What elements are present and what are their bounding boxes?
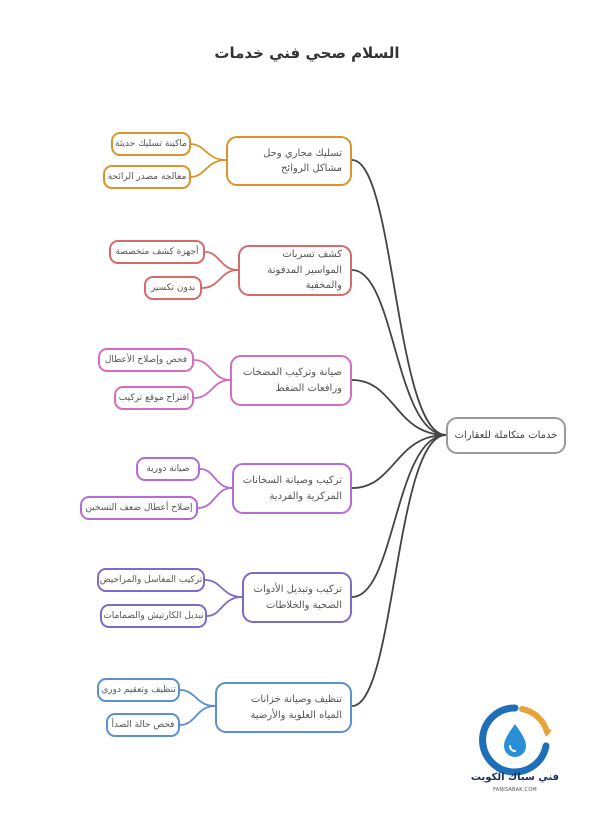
link-b6-l1 — [179, 689, 216, 707]
link-root-branch-2 — [351, 269, 447, 436]
link-b4-l2 — [197, 487, 233, 509]
link-b2-l2 — [201, 269, 239, 289]
leaf-node-6-1: تنظيف وتعقيم دوري — [97, 678, 180, 702]
branch-node-2: كشف تسربات المواسير المدفونة والمخفية — [238, 245, 352, 296]
leaf-label: تركيب المغاسل والمراحيض — [99, 575, 203, 585]
leaf-label: تنظيف وتعقيم دوري — [101, 685, 176, 695]
link-b3-l1 — [193, 359, 231, 381]
link-b6-l2 — [179, 705, 216, 726]
leaf-node-5-2: تبديل الكارتيش والصمامات — [100, 604, 207, 628]
leaf-node-1-2: معالجة مصدر الرائحة — [103, 165, 191, 189]
leaf-label: بدون تكسير — [150, 283, 196, 293]
branch-label: تنظيف وصيانة خزانات المياه العلوية والأر… — [250, 694, 342, 721]
branch-node-3: صيانة وتركيب المضخات ورافعات الضغط — [230, 355, 352, 406]
leaf-label: صيانة دورية — [146, 464, 190, 474]
leaf-node-5-1: تركيب المغاسل والمراحيض — [97, 568, 205, 592]
leaf-label: تبديل الكارتيش والصمامات — [103, 611, 204, 621]
link-root-branch-5 — [351, 434, 447, 598]
leaf-node-3-1: فحص وإصلاح الأعطال — [98, 348, 194, 372]
water-drop-icon — [504, 724, 526, 757]
leaf-label: معالجة مصدر الرائحة — [107, 172, 187, 182]
logo-name: فني سباك الكويت — [470, 772, 560, 783]
leaf-label: فحص وإصلاح الأعطال — [104, 355, 188, 365]
branch-label: كشف تسربات المواسير المدفونة والمخفية — [267, 249, 342, 292]
leaf-node-2-1: أجهزة كشف متخصصة — [109, 240, 205, 264]
link-b4-l1 — [199, 468, 233, 489]
leaf-node-4-1: صيانة دورية — [136, 457, 200, 481]
link-b1-l1 — [189, 143, 227, 161]
logo-url: FANISABAK.COM — [493, 787, 537, 793]
leaf-label: اقتراح موقع تركيب — [118, 393, 190, 403]
leaf-node-4-2: إصلاح أعطال ضعف التسخين — [80, 496, 198, 520]
link-b1-l2 — [189, 159, 227, 178]
page-title: السلام صحي فني خدمات — [214, 44, 400, 62]
link-root-branch-3 — [351, 379, 447, 436]
leaf-node-6-2: فحص حالة الصدأ — [106, 713, 180, 737]
branch-node-4: تركيب وصيانة السخانات المركزية والفردية — [232, 463, 352, 514]
leaf-label: إصلاح أعطال ضعف التسخين — [85, 503, 193, 513]
branch-label: صيانة وتركيب المضخات ورافعات الضغط — [243, 367, 342, 394]
link-b2-l1 — [204, 251, 239, 271]
branch-label: تركيب وصيانة السخانات المركزية والفردية — [242, 475, 342, 502]
leaf-node-2-2: بدون تكسير — [144, 276, 202, 300]
link-b5-l2 — [206, 596, 243, 617]
leaf-label: أجهزة كشف متخصصة — [115, 247, 199, 257]
plumber-logo — [479, 704, 552, 776]
branch-node-5: تركيب وتبديل الأدوات الصحية والخلاطات — [242, 572, 352, 623]
root-node: خدمات متكاملة للعقارات — [446, 417, 566, 454]
root-label: خدمات متكاملة للعقارات — [454, 430, 558, 441]
branch-node-6: تنظيف وصيانة خزانات المياه العلوية والأر… — [215, 682, 352, 733]
leaf-label: ماكينة تسليك حديثة — [115, 139, 187, 149]
leaf-node-3-2: اقتراح موقع تركيب — [114, 386, 194, 410]
link-root-branch-1 — [351, 159, 447, 436]
link-root-branch-4 — [351, 434, 447, 489]
leaf-node-1-1: ماكينة تسليك حديثة — [111, 132, 191, 156]
branch-label: تسليك مجاري وحل مشاكل الروائح — [263, 147, 342, 175]
branch-label: تركيب وتبديل الأدوات الصحية والخلاطات — [253, 584, 342, 611]
link-b3-l2 — [193, 379, 231, 399]
link-b5-l1 — [204, 579, 243, 598]
branch-node-1: تسليك مجاري وحل مشاكل الروائح — [226, 136, 352, 186]
leaf-label: فحص حالة الصدأ — [111, 720, 175, 730]
link-root-branch-6 — [351, 434, 447, 707]
